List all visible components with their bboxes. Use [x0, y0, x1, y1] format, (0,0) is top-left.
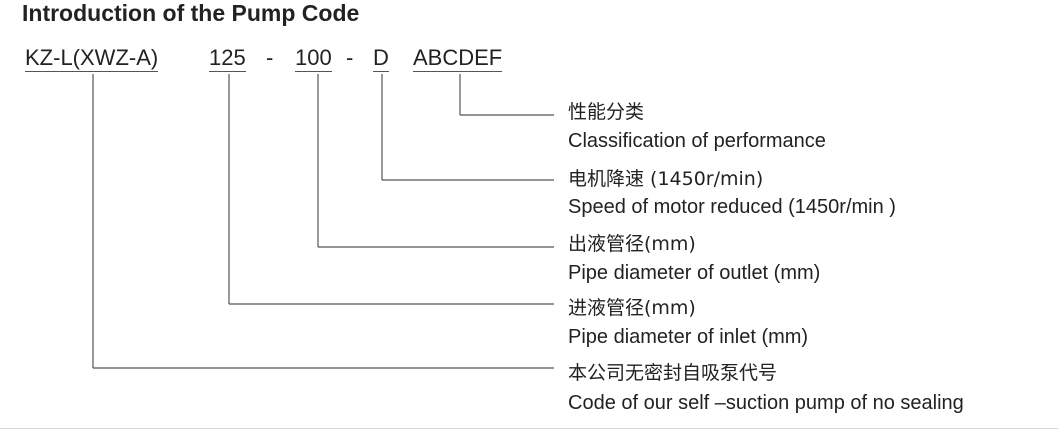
label-model-en: Code of our self –suction pump of no sea… [568, 392, 964, 414]
code-model-text: KZ-L(XWZ-A) [25, 45, 159, 70]
label-speed-en: Speed of motor reduced (1450r/min ) [568, 196, 896, 218]
label-performance-en: Classification of performance [568, 130, 826, 152]
label-outlet-en: Pipe diameter of outlet (mm) [568, 262, 821, 284]
code-performance: ABCDEF [413, 45, 503, 72]
label-model-zh: 本公司无密封自吸泵代号 [568, 362, 778, 384]
code-speed-text: D [373, 45, 389, 70]
label-outlet-zh: 出液管径(mm) [568, 233, 696, 255]
label-inlet-zh: 进液管径(mm) [568, 297, 696, 319]
code-dash-2: - [346, 45, 354, 70]
bottom-divider [0, 428, 1058, 429]
label-inlet-en: Pipe diameter of inlet (mm) [568, 326, 809, 348]
code-dash-2-text: - [346, 45, 354, 70]
page-title: Introduction of the Pump Code [22, 0, 360, 26]
label-performance-zh: 性能分类 [568, 101, 645, 123]
code-model: KZ-L(XWZ-A) [25, 45, 159, 72]
code-outlet: 100 [295, 45, 332, 72]
code-outlet-text: 100 [295, 45, 332, 70]
code-performance-text: ABCDEF [413, 45, 503, 70]
code-inlet-text: 125 [209, 45, 246, 70]
code-inlet: 125 [209, 45, 246, 72]
code-dash-1: - [266, 45, 274, 70]
label-speed-zh: 电机降速 (1450r/min) [568, 168, 764, 190]
code-dash-1-text: - [266, 45, 274, 70]
code-speed: D [373, 45, 389, 72]
